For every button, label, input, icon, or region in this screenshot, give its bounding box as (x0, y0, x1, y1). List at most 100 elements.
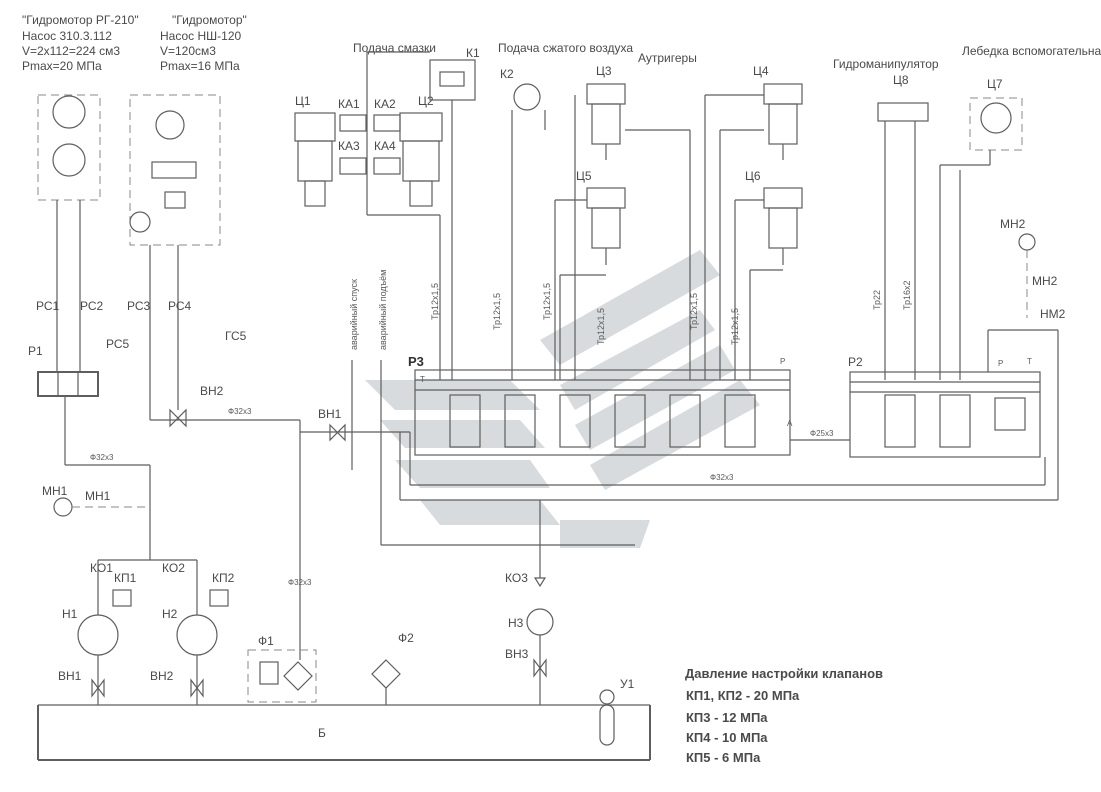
label-f2: Ф2 (398, 631, 414, 645)
filter-f1: Ф1 Ф32х3 (247, 578, 317, 703)
cylinder-c5: Ц5 (576, 169, 626, 265)
pipe-text-6: Тр12х1,5 (730, 308, 740, 345)
label-ko3: КО3 (505, 571, 528, 585)
pipe-text-4: Тр12х1,5 (596, 308, 606, 345)
valve-p1: Р1 (28, 310, 99, 465)
gauge-mn1: МН1 МН1 (42, 484, 150, 517)
label-kp2: КП2 (212, 571, 235, 585)
label-kp1: КП1 (114, 571, 137, 585)
pump-right-title: "Гидромотор" (172, 13, 247, 27)
header-outriggers: Аутригеры (638, 51, 697, 65)
label-rs1: РС1 (36, 299, 60, 313)
pump-left-line3: Pmax=20 МПа (22, 59, 102, 73)
label-gs5: ГС5 (225, 329, 247, 343)
label-mn1: МН1 (42, 484, 68, 498)
pipe-text-8: Тр16х2 (902, 280, 912, 310)
pump-left-line2: V=2х112=224 см3 (22, 44, 120, 58)
pump-n1: КО1 КП1 Н1 ВН1 (58, 560, 137, 705)
valve-vn2-top (169, 408, 187, 428)
valve-settings-note: Давление настройки клапанов КП1, КП2 - 2… (685, 666, 883, 765)
pump-right-line3: Pmax=16 МПа (160, 59, 240, 73)
label-ko2: КО2 (162, 561, 185, 575)
label-c4: Ц4 (753, 64, 769, 78)
cylinder-c4: Ц4 (753, 64, 803, 160)
pump-info-left: "Гидромотор РГ-210" Насос 310.3.112 V=2х… (22, 13, 139, 73)
cylinder-c8: Ц8 (877, 73, 929, 380)
port-a-right: A (787, 419, 793, 428)
label-c1: Ц1 (295, 94, 311, 108)
compressor-k2: К2 (500, 67, 546, 380)
distributor-p3: Р3 T P A (408, 354, 793, 456)
pump-left-line1: Насос 310.3.112 (22, 29, 112, 43)
filter-f2: Ф2 (371, 631, 414, 705)
distributor-p2: Р2 P T (848, 355, 1041, 458)
label-nm2: НМ2 (1040, 307, 1066, 321)
pipe-text-7: Тр22 (872, 290, 882, 310)
text-emergency-down: аварийный спуск (349, 279, 359, 350)
pipe-label-e: Ф32х3 (710, 473, 734, 482)
label-n2: Н2 (162, 607, 178, 621)
label-c3: Ц3 (596, 64, 612, 78)
pipe-label-d: Ф25х3 (810, 429, 834, 438)
label-mn2b: МН2 (1032, 274, 1058, 288)
watermark-logo (365, 250, 760, 548)
label-p2: Р2 (848, 355, 863, 369)
port-p2-p: P (998, 359, 1003, 368)
pump-n2: КО2 КП2 Н2 ВН2 (98, 559, 235, 705)
label-c6: Ц6 (745, 169, 761, 183)
note-title: Давление настройки клапанов (685, 666, 883, 681)
label-ka4: КА4 (374, 139, 396, 153)
label-n1: Н1 (62, 607, 78, 621)
label-c5: Ц5 (576, 169, 592, 183)
label-ko1: КО1 (90, 561, 113, 575)
label-vn2-top: ВН2 (200, 384, 224, 398)
label-vn3: ВН3 (505, 647, 529, 661)
pipe-text-1: Тр12х1,5 (430, 283, 440, 320)
label-ka1: КА1 (338, 97, 360, 111)
header-air: Подача сжатого воздуха (498, 41, 633, 55)
pump-right-line1: Насос НШ-120 (160, 29, 241, 43)
cylinder-c3: Ц3 (586, 64, 626, 160)
pipe-label-b: Ф32х3 (90, 453, 114, 462)
label-rs2: РС2 (80, 299, 104, 313)
pump-left-title: "Гидромотор РГ-210" (22, 13, 139, 27)
pump-info-right: "Гидромотор" Насос НШ-120 V=120см3 Pmax=… (160, 13, 247, 73)
port-p-right: P (780, 357, 785, 366)
gauge-mn2: МН2 МН2 НМ2 (1000, 217, 1066, 321)
motor-group-right (129, 94, 221, 310)
ka-valves: КА1 КА2 КА3 КА4 (338, 97, 401, 175)
note-line4: КП5 - 6 МПа (686, 750, 761, 765)
header-manipulator: Гидроманипулятор (833, 57, 939, 71)
label-rs4: РС4 (168, 299, 192, 313)
header-winch: Лебедка вспомогательная (962, 44, 1101, 58)
cylinder-c1: Ц1 (294, 94, 336, 207)
label-k1: К1 (466, 46, 480, 60)
label-vn1-main: ВН1 (318, 407, 342, 421)
label-mn1b: МН1 (85, 489, 111, 503)
note-line3: КП4 - 10 МПа (686, 730, 768, 745)
pipe-label-a: Ф32х3 (228, 407, 252, 416)
label-k2: К2 (500, 67, 514, 81)
label-rs5: РС5 (106, 337, 130, 351)
cylinder-c2: Ц2 (399, 94, 443, 207)
label-ka3: КА3 (338, 139, 360, 153)
pump-right-line2: V=120см3 (160, 44, 216, 58)
label-p1: Р1 (28, 344, 43, 358)
valve-k1: К1 (429, 46, 480, 380)
label-vn2: ВН2 (150, 669, 174, 683)
label-u1: У1 (620, 677, 635, 691)
motor-group-left (37, 94, 101, 310)
text-emergency-up: аварийный подъём (378, 270, 388, 350)
note-line1: КП1, КП2 - 20 МПа (686, 688, 800, 703)
pipe-text-2: Тр12х1,5 (492, 293, 502, 330)
tank-b: Б (37, 704, 651, 761)
label-f1: Ф1 (258, 634, 274, 648)
label-c8: Ц8 (893, 73, 909, 87)
pipe-text-3: Тр12х1,5 (542, 283, 552, 320)
label-rs3: РС3 (127, 299, 151, 313)
label-vn1: ВН1 (58, 669, 82, 683)
pipe-label-c: Ф32х3 (288, 578, 312, 587)
label-n3: Н3 (508, 616, 524, 630)
